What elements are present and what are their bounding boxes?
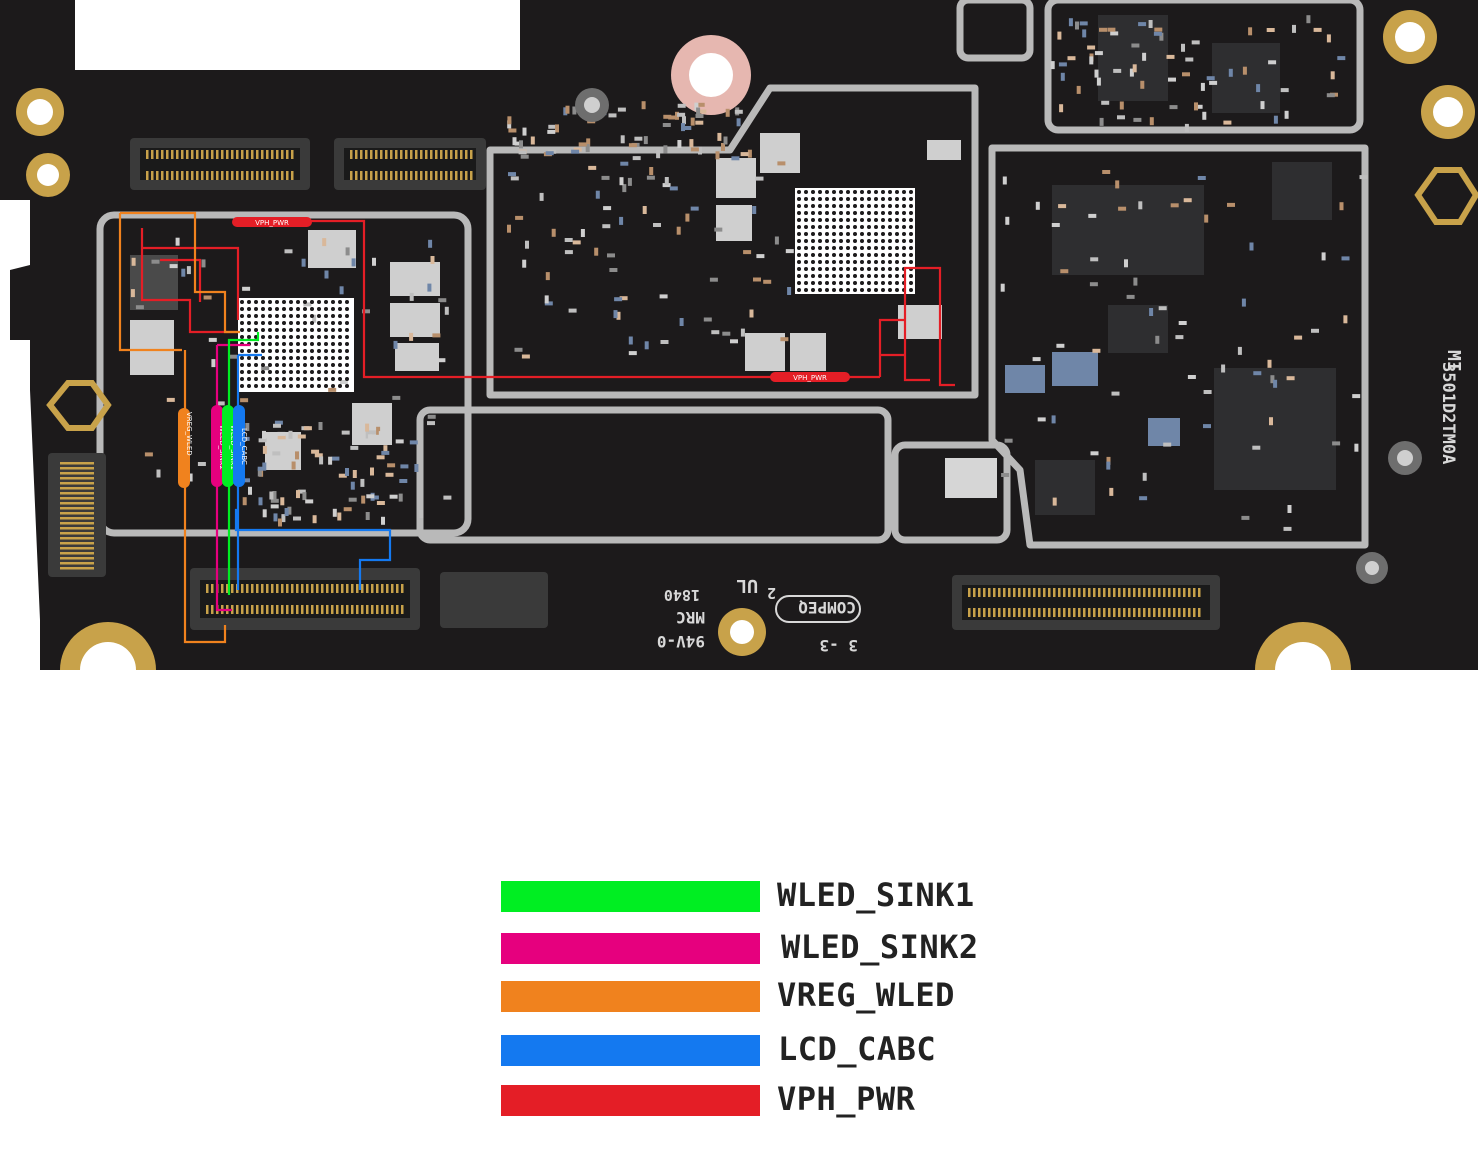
legend-item-lcd-cabc: LCD_CABC: [500, 1032, 1100, 1066]
legend-label-vph-pwr: VPH_PWR: [777, 1080, 916, 1118]
legend-label-wled-sink2: WLED_SINK2: [781, 928, 979, 966]
legend-item-wled-sink2: WLED_SINK2: [500, 930, 1100, 964]
silkscreen: 3501D2TM0A MI COMPEQ MRC 94V-0 1840 3 -3…: [657, 350, 1464, 655]
trace-label-badges: VPH_PWR VPH_PWR VREG_WLED WLED_SINK2 WLE…: [178, 217, 850, 488]
layer-text: 3 -3: [819, 636, 858, 655]
compeq-text: COMPEQ: [798, 598, 856, 617]
layer-num-text: 2: [767, 584, 776, 602]
board-id-text: 3501D2TM0A: [1438, 362, 1458, 464]
connector-pins: [60, 150, 1201, 617]
legend-swatch-wled-sink1: [501, 881, 760, 912]
mrc-text: MRC: [676, 608, 705, 627]
legend-label-vreg-wled: VREG_WLED: [777, 976, 955, 1014]
antenna-connectors: [575, 88, 1422, 584]
legend-label-wled-sink1: WLED_SINK1: [777, 876, 975, 914]
legend-swatch-wled-sink2: [501, 933, 760, 964]
mounting-holes: [16, 10, 1478, 670]
ic-chips: [130, 15, 1336, 515]
legend-item-vreg-wled: VREG_WLED: [500, 978, 1100, 1012]
legend-label-lcd-cabc: LCD_CABC: [778, 1030, 937, 1068]
trace-legend: WLED_SINK1 WLED_SINK2 VREG_WLED LCD_CABC…: [500, 878, 1100, 1128]
legend-swatch-vreg-wled: [501, 981, 760, 1012]
legend-swatch-vph-pwr: [501, 1085, 760, 1116]
pcb-board-photo: VPH_PWR VPH_PWR VREG_WLED WLED_SINK2 WLE…: [0, 0, 1478, 670]
legend-item-wled-sink1: WLED_SINK1: [500, 878, 1100, 912]
rf-shield-frames: [96, 0, 1369, 549]
rating-text: 94V-0: [657, 632, 705, 651]
ul-mark-text: UL: [736, 575, 758, 596]
vreg-wled-label: VREG_WLED: [185, 412, 193, 456]
brand-logo-text: MI: [1443, 350, 1464, 372]
legend-swatch-lcd-cabc: [501, 1035, 760, 1066]
date-code-text: 1840: [664, 586, 700, 604]
lcd-cabc-label: LCD_CABC: [240, 428, 248, 465]
vph-pwr-mid-label: VPH_PWR: [793, 374, 827, 382]
legend-item-vph-pwr: VPH_PWR: [500, 1082, 1100, 1116]
vph-pwr-top-label: VPH_PWR: [255, 219, 289, 227]
